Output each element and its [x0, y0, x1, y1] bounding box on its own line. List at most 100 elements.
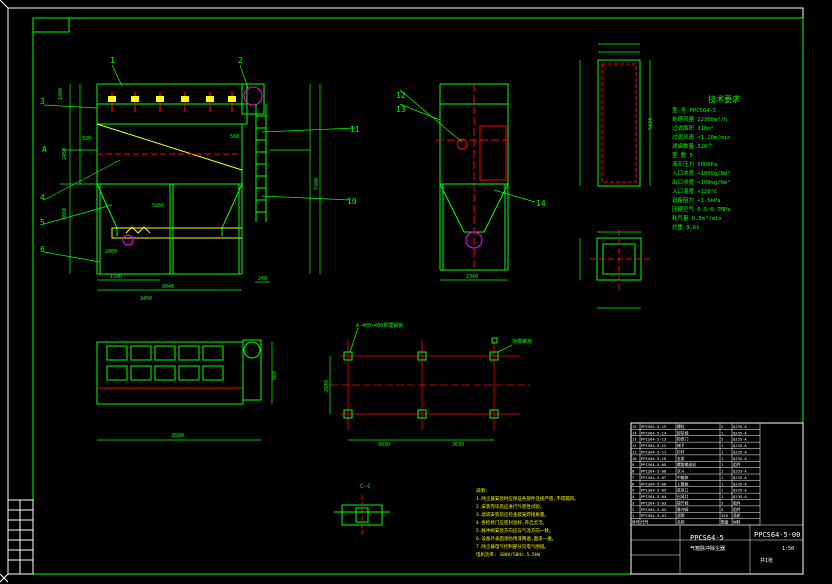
- bom-cell: PPCS64-5-13: [641, 437, 666, 442]
- bom-cell: PPCS64-5-03: [641, 500, 666, 505]
- bom-cell: 4: [632, 494, 635, 499]
- tech-row: 总重 9.6t: [672, 223, 700, 231]
- bom-cell: Q235-A: [733, 443, 747, 448]
- dim-2340: 2340: [466, 274, 478, 280]
- bom-cell: 5: [721, 500, 723, 505]
- foundation-note: 地脚螺栓: [512, 338, 532, 345]
- drawing-scale: 1:50: [782, 546, 794, 552]
- note-line: 6.设备外表面涂防锈漆两遍,面漆一遍。: [476, 535, 556, 542]
- dim-7380: 7380: [314, 178, 320, 190]
- dim-3860: 3860: [62, 208, 68, 220]
- bom-cell: 14: [632, 430, 637, 435]
- callout-6: 6: [40, 245, 45, 254]
- revision-strip: [7, 499, 34, 575]
- tech-row: 过滤风速 <1.20m/min: [672, 133, 730, 141]
- bom-cell: 1: [721, 430, 724, 435]
- bom-cell: PPCS64-5-08: [641, 469, 667, 474]
- bom-cell: PPCS64-5-05: [641, 488, 666, 493]
- tech-row: 室 数 5: [672, 151, 693, 159]
- bom-cell: Q235-A: [733, 488, 747, 493]
- bom-cell: Q235-A: [733, 437, 747, 442]
- bom-cell: 脉冲阀: [677, 507, 689, 512]
- dim-2640: 2640: [324, 380, 330, 392]
- dim-320: 320: [82, 136, 91, 142]
- dim-1500: 1500: [110, 274, 122, 280]
- bom-cell: 6: [632, 481, 635, 486]
- bom-cell: 8: [632, 469, 635, 474]
- bom-cell: 5: [721, 507, 723, 512]
- dim-2450: 2450: [62, 148, 68, 160]
- note-line: 3.滤袋安装前应检查袋笼焊接质量。: [476, 511, 549, 518]
- drawing-name: PPCS64-5: [690, 534, 724, 542]
- bom-header-cell: 代号: [641, 520, 649, 525]
- note-line: 电机功率: 380V/50Hz 5.5kW: [476, 551, 540, 558]
- tech-row: 压缩空气 0.5~0.7MPa: [672, 205, 730, 213]
- dim-568: 568: [230, 134, 239, 140]
- bom-cell: 1: [721, 449, 724, 454]
- note-line: 4.各检修门应密封良好,开启灵活。: [476, 519, 547, 526]
- section-mark-a: A: [42, 145, 47, 154]
- bom-cell: 组件: [733, 500, 741, 505]
- dim-2000: 2000: [105, 249, 117, 255]
- callout-2: 2: [238, 56, 243, 65]
- bom-cell: Q235-A: [733, 475, 747, 480]
- front-elevation-view: 1 2 3 4 5 6 10 11 A 1400 5680 2450 3860 …: [40, 56, 360, 302]
- bom-cell: Q235-A: [733, 494, 747, 499]
- dim-960: 960: [272, 371, 278, 380]
- bom-cell: 9: [632, 462, 635, 467]
- dim-3630: 3630: [452, 442, 464, 448]
- bom-cell: 1: [632, 513, 635, 518]
- bom-cell: 支架: [677, 456, 685, 461]
- dim-8500: 8500: [172, 433, 184, 439]
- bom-header-cell: 名称: [677, 520, 685, 525]
- bom-cell: Q235-A: [733, 424, 747, 429]
- bom-header-cell: 数量: [721, 520, 729, 525]
- bom-cell: 320: [721, 513, 729, 518]
- callout-3: 3: [40, 97, 45, 106]
- section-cc: C-C: [334, 483, 390, 535]
- bom-cell: 1: [721, 488, 724, 493]
- bom-cell: 2: [632, 507, 634, 512]
- bom-cell: 1: [721, 494, 724, 499]
- bom-cell: Q235-A: [733, 449, 747, 454]
- dim-5424: 5424: [648, 118, 654, 130]
- bom-cell: Q235-A: [733, 469, 747, 474]
- bom-cell: 1: [721, 481, 724, 486]
- bom-cell: 上箱体: [677, 481, 689, 486]
- bom-cell: 11: [632, 449, 637, 454]
- drawing-number: PPCS64-5-00: [754, 531, 800, 539]
- bom-cell: PPCS64-5-10: [641, 456, 667, 461]
- foundation-plan: A-400×400预埋钢板 地脚螺栓 2640 3030 3630: [324, 322, 532, 448]
- bom-cell: 螺旋输送机: [677, 462, 696, 467]
- drawing-sheet: 共1张: [760, 557, 773, 564]
- bom-cell: Q235-A: [733, 481, 747, 486]
- bom-cell: 进风口: [677, 488, 689, 493]
- tech-row: 处理风量 22300m³/h: [672, 115, 727, 123]
- tech-row: 入口浓度 <1000g/Nm³: [672, 169, 730, 177]
- dim-3450: 3450: [140, 296, 152, 302]
- bom-cell: 7: [632, 475, 634, 480]
- bom-cell: PPCS64-5-04: [641, 494, 667, 499]
- section-cc-label: C-C: [360, 483, 371, 490]
- bom-cell: 15: [632, 424, 637, 429]
- bom-cell: 10: [632, 456, 637, 461]
- bom-cell: PPCS64-5-11: [641, 449, 667, 454]
- bom-cell: 1: [721, 469, 724, 474]
- bom-cell: 灰斗: [677, 469, 685, 474]
- bom-cell: 5: [721, 437, 723, 442]
- bom-cell: 涤纶: [733, 513, 741, 518]
- callout-11: 11: [350, 125, 360, 134]
- callout-13: 13: [396, 105, 406, 114]
- bom-header-cell: 序号: [632, 520, 640, 525]
- bom-cell: 组件: [733, 462, 741, 467]
- callout-1: 1: [110, 56, 115, 65]
- bom-cell: PPCS64-5-12: [641, 443, 666, 448]
- callout-4: 4: [40, 193, 45, 202]
- note-line: 5.脉冲阀安装方向应与气流方向一致。: [476, 527, 553, 534]
- callout-12: 12: [396, 91, 406, 100]
- bom-cell: PPCS64-5-09: [641, 462, 667, 467]
- bom-cell: 1: [721, 456, 724, 461]
